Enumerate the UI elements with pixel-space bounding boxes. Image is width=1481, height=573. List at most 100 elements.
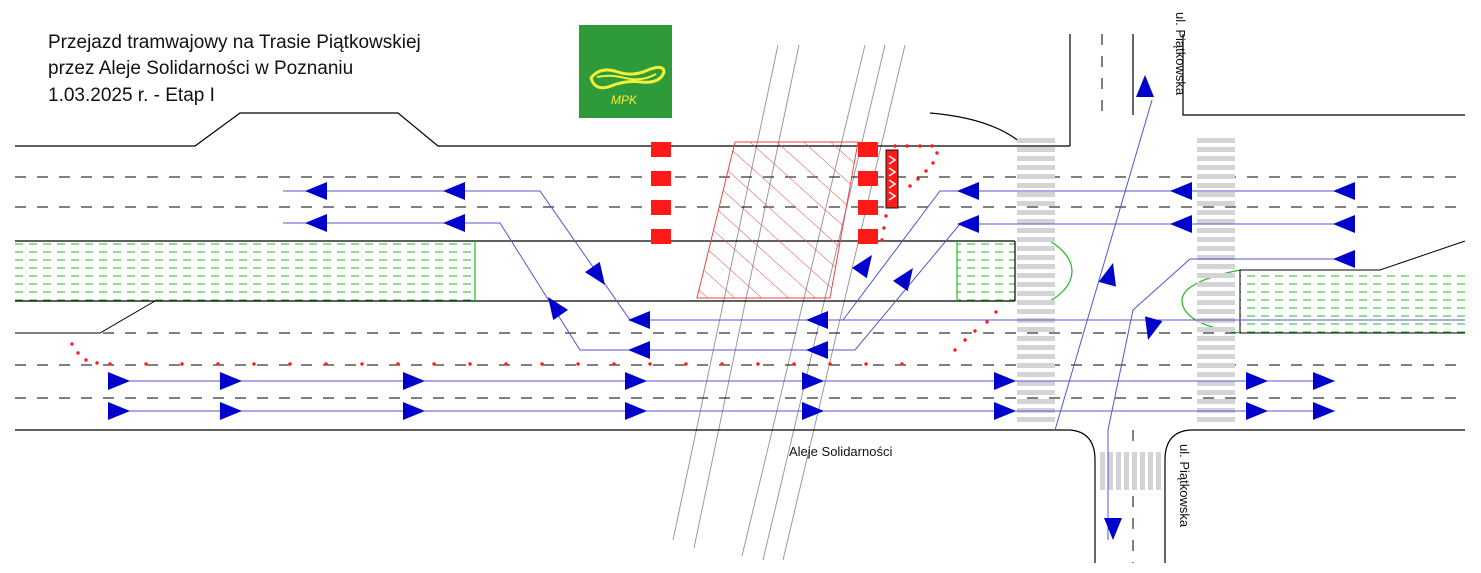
chevron-board-icon (885, 149, 899, 209)
cone-marker (180, 362, 184, 366)
crosswalk-stripe (1100, 452, 1105, 490)
arrow-head (548, 297, 568, 321)
crosswalk-stripe (1148, 452, 1153, 490)
cone-marker (324, 362, 328, 366)
arrow-head (957, 215, 979, 233)
crosswalk-stripe (1197, 174, 1235, 179)
cone-marker (576, 362, 580, 366)
crosswalk-stripe (1017, 264, 1055, 269)
crosswalk-stripe (1197, 201, 1235, 206)
cone-marker (684, 362, 688, 366)
crosswalk-stripe (1197, 246, 1235, 251)
title-line-3: 1.03.2025 r. - Etap I (48, 85, 215, 106)
street-label-south: ul. Piątkowska (1177, 444, 1192, 528)
cone-marker (648, 362, 652, 366)
cone-marker (930, 144, 934, 148)
cone-marker (918, 144, 922, 148)
crosswalk-stripe (1197, 210, 1235, 215)
arrow-head (628, 341, 650, 359)
crosswalk-stripe (1197, 309, 1235, 314)
crosswalk-stripe (1197, 183, 1235, 188)
title-line-1: Przejazd tramwajowy na Trasie Piątkowski… (48, 32, 421, 53)
crosswalk-stripe (1197, 372, 1235, 377)
arrow-head (802, 402, 824, 420)
cone-marker (396, 362, 400, 366)
arrow-head (1170, 182, 1192, 200)
crosswalk-stripe (1197, 345, 1235, 350)
arrow-head (1246, 372, 1268, 390)
arrow-head (220, 372, 242, 390)
traffic-cones (70, 144, 998, 366)
crosswalk-stripe (1197, 417, 1235, 422)
road-edges (15, 34, 1465, 563)
arrow-head (1333, 215, 1355, 233)
crosswalk-stripe (1017, 282, 1055, 287)
cone-marker (935, 151, 939, 155)
cone-marker (900, 362, 904, 366)
arrow-head (305, 182, 327, 200)
cone-marker (916, 177, 920, 181)
crosswalk-stripe (1017, 183, 1055, 188)
crosswalk-stripe (1017, 363, 1055, 368)
cone-marker (95, 361, 99, 365)
crosswalk-stripe (1116, 452, 1121, 490)
crosswalk-stripe (1197, 138, 1235, 143)
cone-marker (828, 362, 832, 366)
arrow-head (1333, 182, 1355, 200)
cone-marker (504, 362, 508, 366)
crosswalk-stripe (1197, 165, 1235, 170)
arrow-head (220, 402, 242, 420)
crosswalk-stripe (1140, 452, 1145, 490)
barriers (651, 142, 878, 244)
arrow-head (1104, 518, 1122, 540)
cone-marker (864, 362, 868, 366)
arrow-head (108, 402, 130, 420)
arrow-head (994, 372, 1016, 390)
crosswalk-stripe (1197, 219, 1235, 224)
crosswalk-stripe (1197, 363, 1235, 368)
crosswalk-stripe (1017, 165, 1055, 170)
arrow-head (305, 214, 327, 232)
cone-marker (884, 214, 888, 218)
cone-marker (953, 348, 957, 352)
arrow-head (443, 182, 465, 200)
arrow-head (852, 255, 872, 279)
cone-marker (84, 358, 88, 362)
cone-marker (756, 362, 760, 366)
arrow-head (625, 402, 647, 420)
crosswalk-stripe (1197, 228, 1235, 233)
crosswalk-stripe (1017, 291, 1055, 296)
arrow-head (1246, 402, 1268, 420)
arrow-head (1136, 75, 1154, 97)
crosswalk-stripe (1017, 219, 1055, 224)
arrow-head (806, 341, 828, 359)
crosswalk-stripe (1197, 192, 1235, 197)
cone-marker (905, 144, 909, 148)
crosswalk-stripe (1017, 273, 1055, 278)
arrow-head (1313, 372, 1335, 390)
crosswalk-stripe (1017, 309, 1055, 314)
cone-marker (963, 338, 967, 342)
cone-marker (792, 362, 796, 366)
cone-marker (432, 362, 436, 366)
cone-marker (882, 226, 886, 230)
crosswalk-stripe (1197, 327, 1235, 332)
arrow-head (1333, 250, 1355, 268)
cone-marker (108, 362, 112, 366)
crosswalk-stripe (1197, 291, 1235, 296)
arrow-head (403, 402, 425, 420)
crosswalk-stripe (1017, 372, 1055, 377)
work-zone (696, 141, 859, 299)
diagram-title: Przejazd tramwajowy na Trasie Piątkowski… (48, 32, 421, 106)
crosswalk-stripe (1017, 381, 1055, 386)
crosswalk-stripe (1108, 452, 1113, 490)
crosswalk-stripe (1197, 300, 1235, 305)
crosswalk-stripe (1017, 327, 1055, 332)
crosswalk-stripe (1197, 255, 1235, 260)
logo-text: MPK (611, 93, 638, 107)
crosswalk-stripe (1197, 336, 1235, 341)
crosswalk-stripe (1017, 345, 1055, 350)
cone-marker (893, 144, 897, 148)
arrow-head (585, 261, 605, 285)
crosswalk-stripe (1197, 282, 1235, 287)
